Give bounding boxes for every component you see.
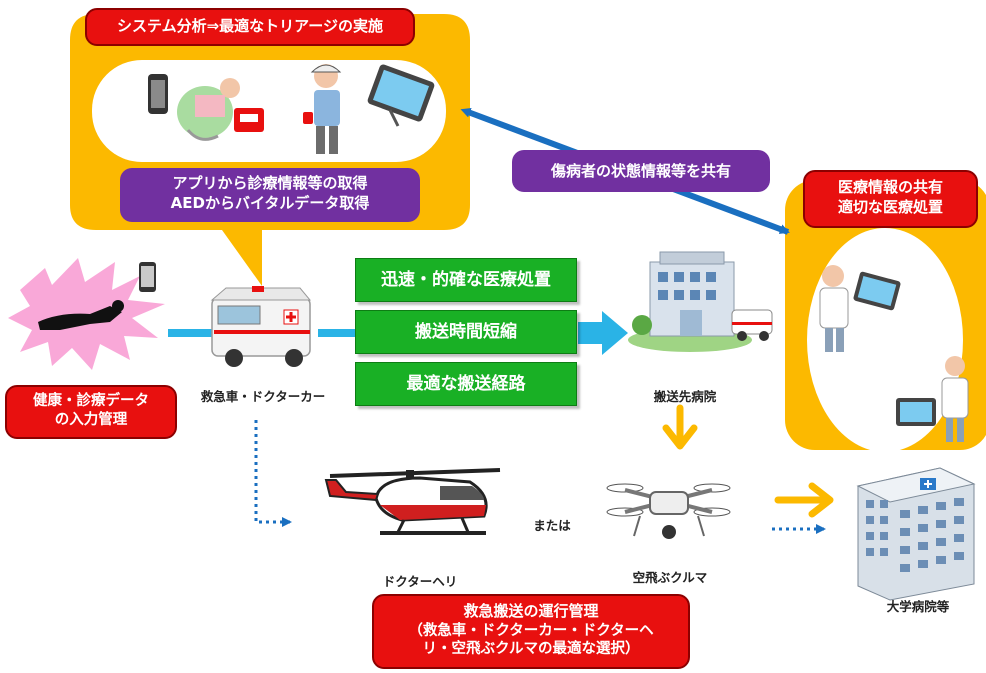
helicopter-illustration [324,468,501,535]
flow-line-2 [318,329,358,337]
operations-detail-1: （救急車・ドクターカー・ドクターヘ [408,622,654,639]
flow-arrow-to-hospital [578,311,628,355]
patient-illustration [8,258,165,370]
medical-info-box: 医療情報の共有 適切な医療処置 [803,170,978,228]
smartphone-illustration [148,74,168,114]
hospital-illustration [628,251,773,352]
phone-illustration [139,262,156,292]
triage-title-box: システム分析⇒最適なトリアージの実施 [85,8,415,46]
benefit-time-reduction-label: 搬送時間短縮 [415,322,517,342]
destination-hospital-label: 搬送先病院 [653,389,717,404]
health-data-line-2: の入力管理 [54,411,128,428]
flow-line [168,329,218,337]
benefit-time-reduction: 搬送時間短縮 [355,310,577,354]
benefit-quick-care: 迅速・的確な医療処置 [355,258,577,302]
operations-title: 救急搬送の運行管理 [463,602,599,620]
operations-detail-2: リ・空飛ぶクルマの最適な選択） [422,641,640,658]
drone-label: 空飛ぶクルマ [632,570,708,585]
benefit-optimal-route: 最適な搬送経路 [355,362,577,406]
ambulance-illustration [210,286,312,367]
data-acquisition-line-1: アプリから診療情報等の取得 [172,174,368,192]
medical-info-line-2: 適切な医療処置 [837,197,943,216]
down-arrow-yellow [662,404,698,450]
doctor-illustration [819,265,901,352]
right-arrow-yellow [774,482,834,518]
share-status-label: 傷病者の状態情報等を共有 [550,162,731,180]
paramedic-illustration [303,64,342,154]
top-panel-inner [92,60,446,162]
benefit-quick-care-label: 迅速・的確な医療処置 [381,270,551,290]
ambulance-label: 救急車・ドクターカー [200,389,326,404]
hospital-panel-oval [807,228,963,452]
nurse-illustration [896,356,969,442]
triage-title: システム分析⇒最適なトリアージの実施 [117,17,383,35]
helicopter-label: ドクターヘリ [382,574,458,589]
dotted-path-to-helicopter [254,420,292,527]
tablet-illustration [367,64,435,127]
aed-rescue-illustration [177,78,264,141]
drone-illustration [606,483,731,539]
or-label: または [533,518,571,533]
operations-box: 救急搬送の運行管理 （救急車・ドクターカー・ドクターヘ リ・空飛ぶクルマの最適な… [372,594,690,669]
data-acquisition-line-2: AEDからバイタルデータ取得 [170,194,370,213]
share-status-box: 傷病者の状態情報等を共有 [512,150,770,192]
university-building-illustration [856,467,976,601]
benefit-optimal-route-label: 最適な搬送経路 [406,374,526,394]
health-data-box: 健康・診療データ の入力管理 [5,385,177,439]
health-data-line-1: 健康・診療データ [33,393,149,409]
medical-info-line-1: 医療情報の共有 [837,178,943,196]
university-hospital-label: 大学病院等 [886,599,950,614]
data-acquisition-box: アプリから診療情報等の取得 AEDからバイタルデータ取得 [120,168,420,222]
